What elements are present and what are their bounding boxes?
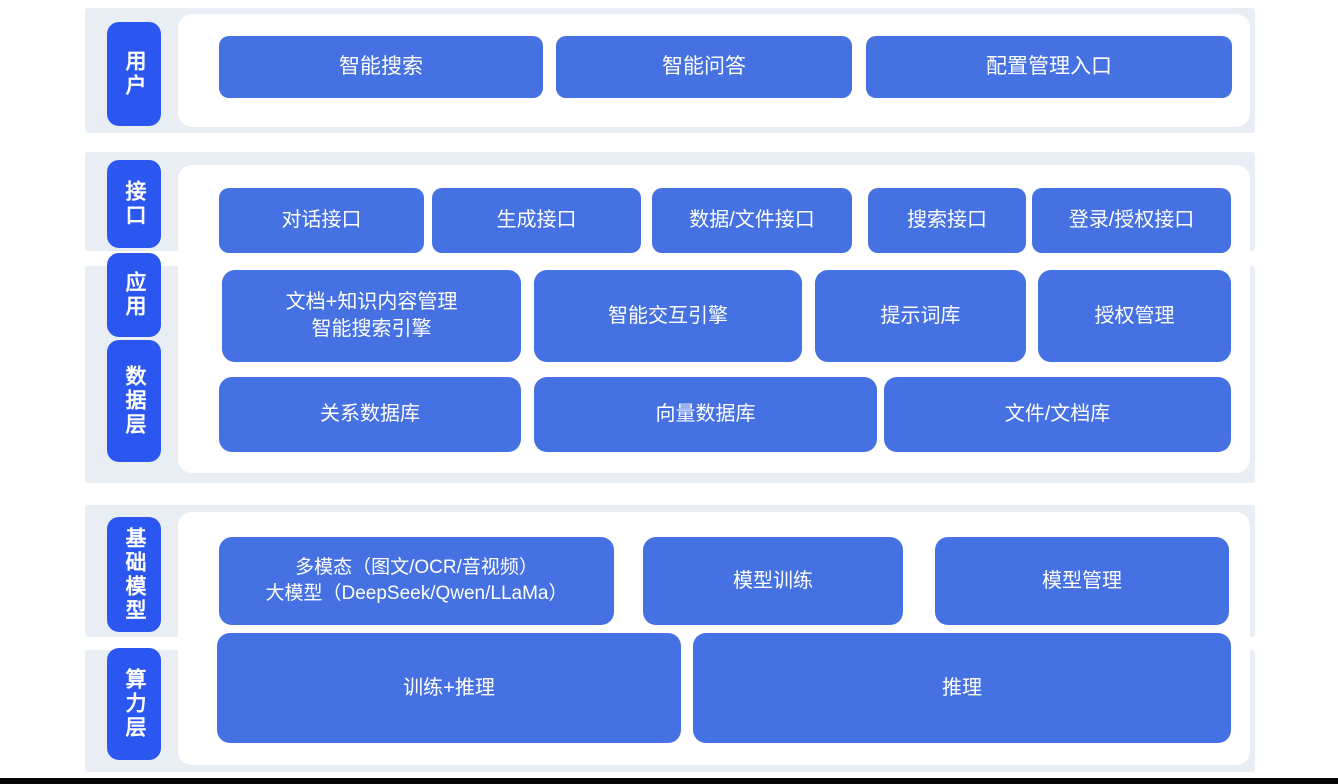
block-model-training: 模型训练 bbox=[643, 537, 903, 625]
layer-label-data: 数据层 bbox=[107, 340, 161, 462]
block-inference: 推理 bbox=[693, 633, 1231, 743]
block-login-auth-api: 登录/授权接口 bbox=[1032, 188, 1231, 253]
block-config-entry: 配置管理入口 bbox=[866, 36, 1232, 98]
bottom-edge-bar bbox=[0, 778, 1338, 784]
block-data-file-api: 数据/文件接口 bbox=[652, 188, 852, 253]
block-doc-knowledge-engine: 文档+知识内容管理 智能搜索引擎 bbox=[222, 270, 521, 362]
layer-label-model: 基础模型 bbox=[107, 517, 161, 632]
layer-label-user: 用户 bbox=[107, 22, 161, 126]
block-generate-api: 生成接口 bbox=[432, 188, 641, 253]
block-relational-db: 关系数据库 bbox=[219, 377, 521, 452]
block-dialog-api: 对话接口 bbox=[219, 188, 424, 253]
block-interaction-engine: 智能交互引擎 bbox=[534, 270, 802, 362]
block-vector-db: 向量数据库 bbox=[534, 377, 877, 452]
layer-label-compute: 算力层 bbox=[107, 648, 161, 760]
block-smart-qa: 智能问答 bbox=[556, 36, 852, 98]
block-prompt-library: 提示词库 bbox=[815, 270, 1026, 362]
block-model-management: 模型管理 bbox=[935, 537, 1229, 625]
block-training-inference: 训练+推理 bbox=[217, 633, 681, 743]
layer-label-application: 应用 bbox=[107, 253, 161, 337]
block-file-doc-store: 文件/文档库 bbox=[884, 377, 1231, 452]
block-auth-management: 授权管理 bbox=[1038, 270, 1231, 362]
block-multimodal-llm: 多模态（图文/OCR/音视频） 大模型（DeepSeek/Qwen/LLaMa） bbox=[219, 537, 614, 625]
block-smart-search: 智能搜索 bbox=[219, 36, 543, 98]
layer-label-interface: 接口 bbox=[107, 160, 161, 248]
block-search-api: 搜索接口 bbox=[868, 188, 1026, 253]
